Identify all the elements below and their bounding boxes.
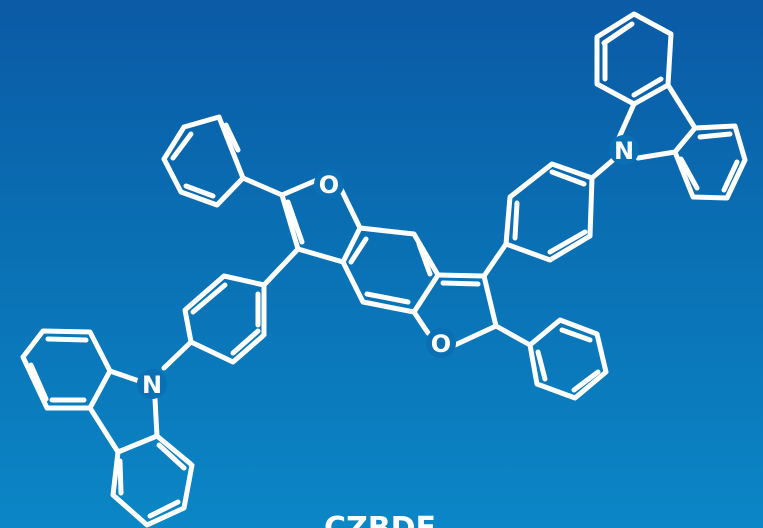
bond-phenylene-to-nitrogen-right xyxy=(589,157,616,181)
atom-nitrogen-left: N xyxy=(137,369,167,399)
svg-text:O: O xyxy=(319,171,339,199)
svg-text:N: N xyxy=(142,371,162,399)
furan-ring-top xyxy=(279,177,363,265)
phenyl-ring-bottom-right xyxy=(493,317,609,401)
phenylene-ring-left xyxy=(161,246,301,371)
central-benzene-ring xyxy=(340,225,441,315)
bond-furan-to-phenylene-right xyxy=(481,241,509,279)
phenyl-ring-top-left xyxy=(161,114,285,208)
svg-text:N: N xyxy=(614,137,634,165)
svg-text:O: O xyxy=(431,330,451,358)
atom-oxygen-top: O xyxy=(314,169,344,199)
bond-phenylene-to-nitrogen-left xyxy=(161,339,194,371)
bond-furan-to-phenyl-bottom xyxy=(493,323,533,348)
molecule-name-caption: CZBDF xyxy=(324,511,436,528)
carbazole-left xyxy=(20,328,195,528)
bond-phenyl-to-furan-top xyxy=(240,175,285,198)
phenylene-ring-right xyxy=(481,157,616,279)
atom-nitrogen-right: N xyxy=(609,135,639,165)
furan-ring-bottom xyxy=(411,272,499,348)
bond-furan-to-phenylene-left xyxy=(261,246,301,288)
carbazole-right xyxy=(594,11,748,201)
atom-oxygen-bottom: O xyxy=(426,328,456,358)
